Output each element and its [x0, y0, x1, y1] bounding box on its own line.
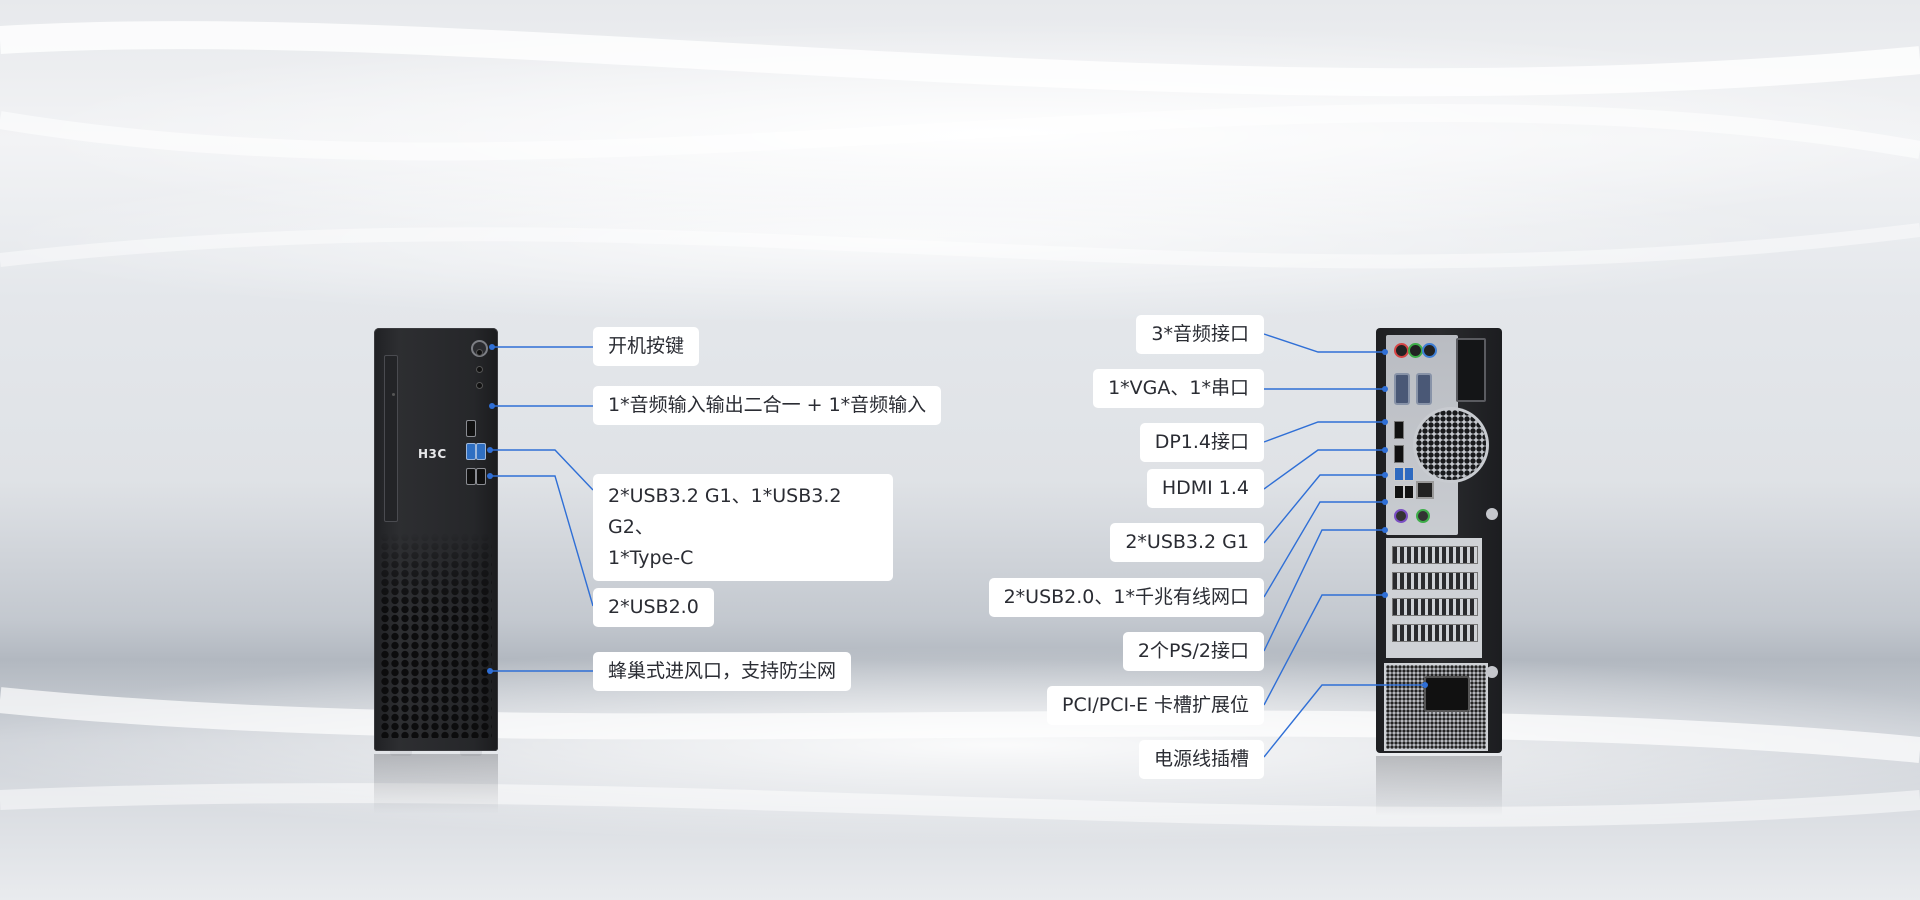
- label-rear-usb32: 2*USB3.2 G1: [1110, 523, 1264, 562]
- usb20-port-2: [476, 468, 486, 485]
- label-vga-serial: 1*VGA、1*串口: [1093, 369, 1264, 408]
- pcie-slot-cover: [1392, 624, 1478, 642]
- rear-usb20-1: [1394, 485, 1404, 499]
- lan-port: [1416, 481, 1434, 499]
- serial-port: [1416, 373, 1432, 405]
- pcie-slot-cover: [1392, 572, 1478, 590]
- tower-foot-right: [460, 751, 482, 756]
- label-power-inlet: 电源线插槽: [1138, 740, 1264, 779]
- pcie-slot-cover: [1392, 598, 1478, 616]
- label-dp: DP1.4接口: [1139, 423, 1264, 462]
- label-front-usb20: 2*USB2.0: [593, 588, 714, 627]
- ps2-mouse-port: [1416, 509, 1430, 523]
- label-front-audio: 1*音频输入输出二合一 + 1*音频输入: [593, 386, 942, 425]
- power-button-graphic: [471, 340, 488, 357]
- rear-tower-reflection: [1376, 756, 1502, 816]
- audio-jack-2: [477, 383, 482, 388]
- drive-eject-dot: [392, 393, 395, 396]
- typec-port: [466, 420, 476, 437]
- label-rear-audio: 3*音频接口: [1136, 315, 1264, 354]
- optical-drive-bay: [384, 355, 398, 522]
- honeycomb-vent: [380, 533, 492, 738]
- brand-logo: H3C: [418, 447, 447, 461]
- hdmi-port: [1394, 445, 1404, 463]
- front-led-dot: [477, 350, 482, 355]
- rear-usb32-1: [1394, 467, 1404, 481]
- rear-view-tower: [1376, 328, 1502, 753]
- label-power-button: 开机按键: [593, 327, 700, 366]
- rear-fan-grille: [1416, 410, 1486, 480]
- usb32-port-2: [476, 443, 486, 460]
- audio-jack-1: [477, 367, 482, 372]
- label-front-usb32: 2*USB3.2 G1、1*USB3.2 G2、 1*Type-C: [593, 474, 893, 581]
- usb32-port-1: [466, 443, 476, 460]
- thumbscrew: [1486, 508, 1498, 520]
- thumbscrew: [1486, 666, 1498, 678]
- audio-jack-red: [1394, 343, 1409, 358]
- label-rear-usb20-lan: 2*USB2.0、1*千兆有线网口: [988, 578, 1264, 617]
- front-view-tower: H3C: [374, 328, 498, 756]
- rear-usb32-2: [1404, 467, 1414, 481]
- vga-port: [1394, 373, 1410, 405]
- dp-port: [1394, 421, 1404, 439]
- label-ps2: 2个PS/2接口: [1122, 632, 1264, 671]
- label-hdmi: HDMI 1.4: [1146, 469, 1264, 508]
- psu-handle: [1456, 338, 1486, 402]
- rear-usb20-2: [1404, 485, 1414, 499]
- expansion-slot-area: [1386, 538, 1482, 658]
- tower-foot-left: [390, 751, 412, 756]
- power-inlet: [1424, 676, 1470, 712]
- label-pcie: PCI/PCI-E 卡槽扩展位: [1047, 686, 1264, 725]
- ps2-keyboard-port: [1394, 509, 1408, 523]
- pcie-slot-cover: [1392, 546, 1478, 564]
- front-tower-reflection: [374, 754, 498, 814]
- audio-jack-green: [1408, 343, 1423, 358]
- label-honeycomb-vent: 蜂巢式进风口，支持防尘网: [593, 652, 852, 691]
- usb20-port-1: [466, 468, 476, 485]
- audio-jack-blue: [1422, 343, 1437, 358]
